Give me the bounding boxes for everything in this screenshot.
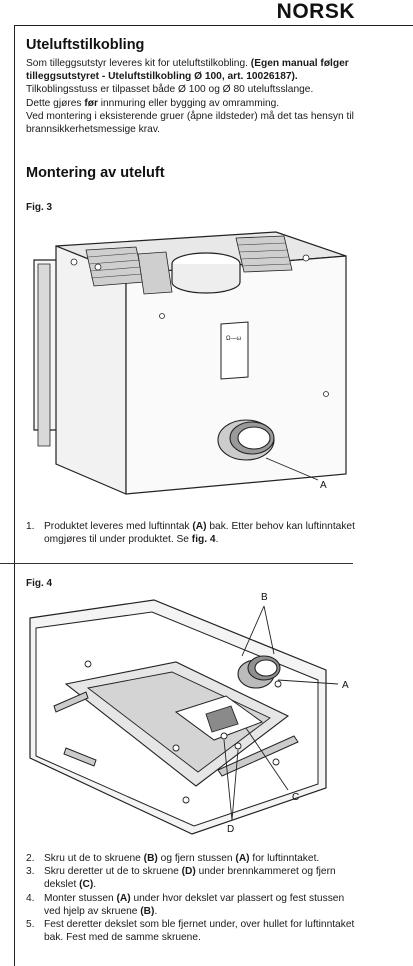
fig4-label: Fig. 4: [26, 578, 53, 589]
fig3-plate-text: Ω—ω: [226, 336, 241, 342]
step-1-text-5: .: [215, 534, 219, 546]
step-5-num: 5.: [26, 919, 35, 931]
step-1: 1. Produktet leveres med luftinntak (A) …: [26, 520, 356, 546]
intro-text-d3: innmuring eller bygging av omramming.: [97, 97, 280, 109]
left-border-line: [14, 25, 15, 966]
intro-text-c: Tilkoblingsstuss er tilpasset både Ø 100…: [26, 84, 314, 96]
step-3-text-3: under brennkammeret og fjern dekslet: [44, 866, 336, 891]
section-divider: [0, 563, 353, 564]
step-3-num: 3.: [26, 866, 35, 878]
step-3-text-5: .: [93, 879, 97, 891]
language-heading: NORSK: [276, 0, 355, 23]
step-1-text-1: Produktet leveres med luftinntak: [44, 521, 193, 532]
step-2-text-4: (A): [235, 853, 250, 864]
step-3-text-1: Skru deretter ut de to skruene: [44, 866, 182, 878]
top-border-line: [14, 25, 413, 26]
fig3-label: Fig. 3: [26, 202, 53, 213]
step-2-text-5: for luftinntaket.: [249, 853, 320, 864]
step-2: 2. Skru ut de to skruene (B) og fjern st…: [26, 852, 356, 865]
step-3-text-2: (D): [181, 866, 196, 878]
fig4-callout-b: B: [261, 592, 268, 603]
step-4-text-5: .: [154, 905, 158, 917]
fig4-callout-d: D: [227, 824, 234, 835]
step-3-text-4: (C): [79, 879, 94, 891]
step-2-text-3: og fjern stussen: [157, 853, 236, 864]
step-4-text-2: (A): [116, 892, 131, 904]
step-4-text-3: under hvor dekslet var plassert og fest …: [44, 892, 345, 917]
intro-text-e: Ved montering i eksisterende gruer (åpne…: [26, 110, 354, 136]
intro-text-d2: før: [84, 97, 98, 109]
step-1-text-3: bak. Etter behov kan luftinntaket omgjør…: [44, 521, 355, 546]
section-title-uteluftstilkobling: Uteluftstilkobling: [26, 37, 145, 53]
step-1-num: 1.: [26, 521, 35, 532]
intro-text-a: Som tilleggsutstyr leveres kit for utelu…: [26, 58, 251, 69]
step-4-num: 4.: [26, 892, 35, 904]
fig4-callout-c: C: [292, 792, 299, 803]
step-5: 5. Fest deretter dekslet som ble fjernet…: [26, 918, 356, 944]
fig3-illustration: Ω—ω A: [33, 231, 347, 495]
intro-paragraph: Som tilleggsutstyr leveres kit for utelu…: [26, 57, 356, 136]
step-2-text-2: (B): [143, 853, 158, 864]
step-3: 3. Skru deretter ut de to skruene (D) un…: [26, 865, 356, 891]
step-5-text-1: Fest deretter dekslet som ble fjernet un…: [44, 919, 355, 944]
step-4: 4. Monter stussen (A) under hvor dekslet…: [26, 892, 356, 918]
step-4-text-4: (B): [140, 905, 155, 917]
section-title-montering: Montering av uteluft: [26, 165, 165, 181]
intro-text-b: (Egen manual følger tilleggsutstyret - U…: [26, 58, 349, 83]
step-4-text-1: Monter stussen: [44, 892, 117, 904]
fig3-callout-a: A: [320, 480, 327, 491]
step-1-text-2: (A): [192, 521, 207, 532]
steps-list: 2. Skru ut de to skruene (B) og fjern st…: [26, 852, 356, 944]
fig4-callout-a: A: [342, 680, 349, 691]
step-2-num: 2.: [26, 853, 35, 864]
intro-text-d1: Dette gjøres: [26, 97, 85, 109]
step-2-text-1: Skru ut de to skruene: [44, 853, 144, 864]
step-1-text-4: fig. 4: [191, 534, 216, 546]
fig4-illustration: B A C D: [29, 592, 349, 835]
